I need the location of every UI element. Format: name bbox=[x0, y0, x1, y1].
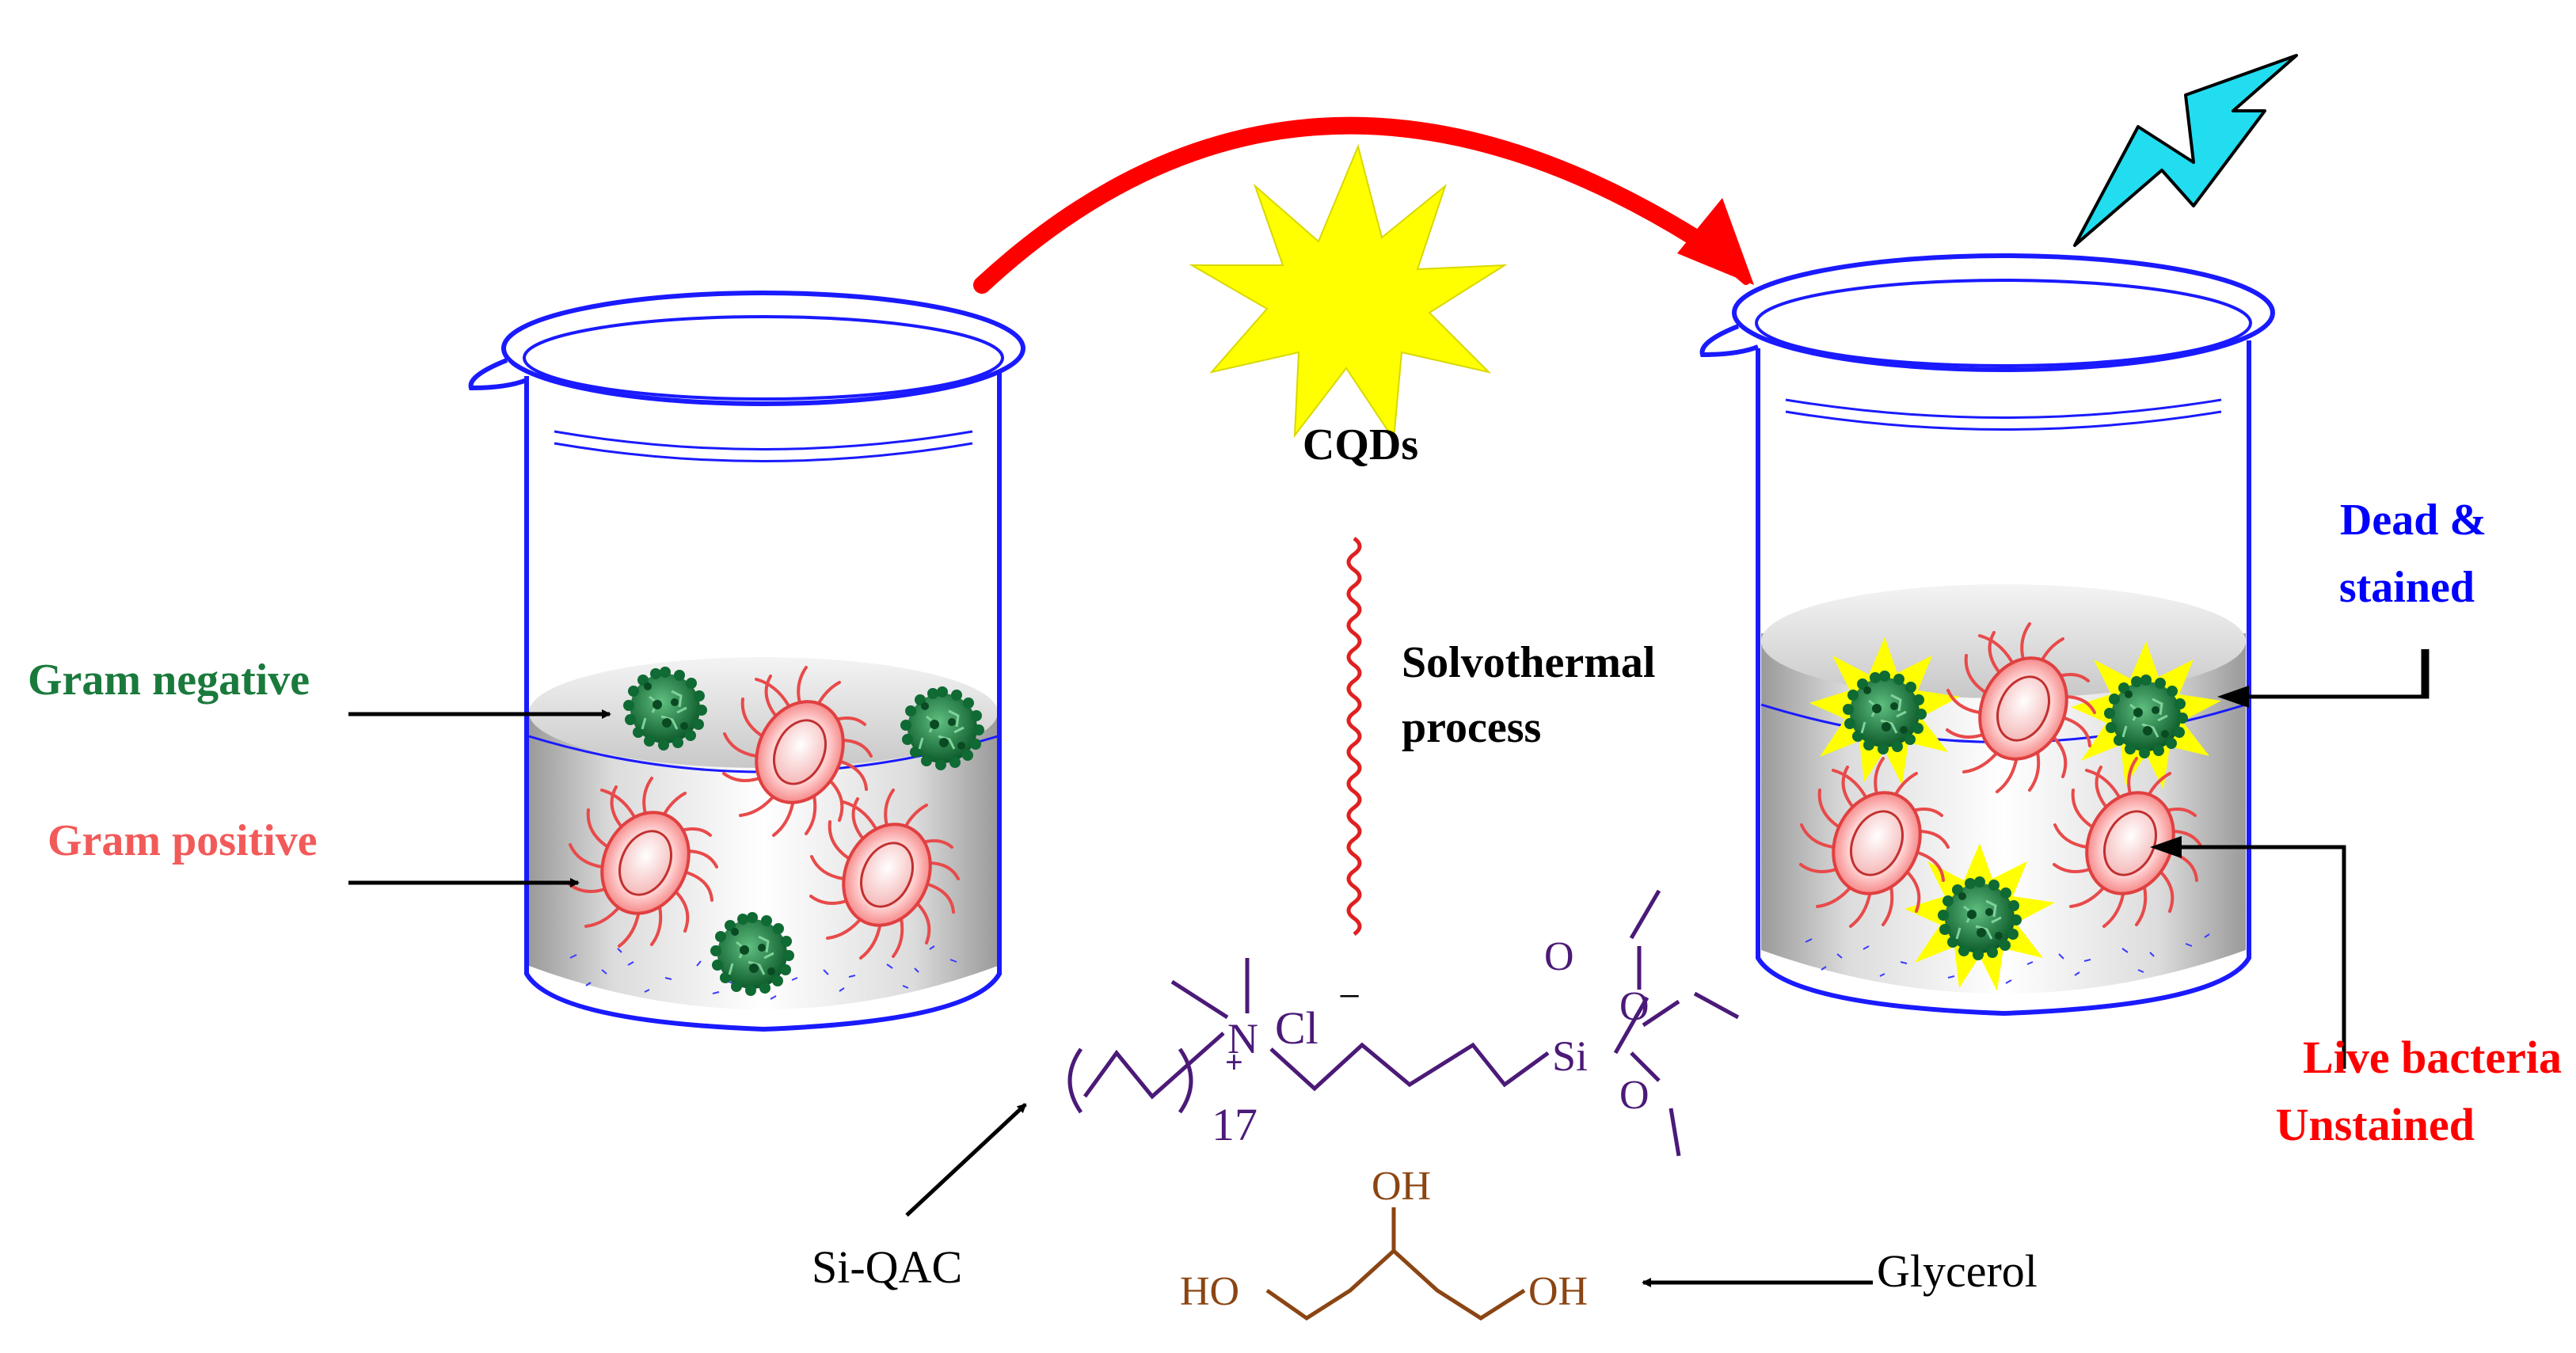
left-beaker bbox=[468, 291, 1025, 1032]
cqds-sun-icon bbox=[1189, 143, 1508, 442]
oxygen-atom: O bbox=[1619, 984, 1649, 1029]
gram-positive-label: Gram positive bbox=[48, 816, 318, 865]
si-qac-label: Si-QAC bbox=[812, 1241, 962, 1293]
solvothermal-wave bbox=[1346, 536, 1362, 937]
oxygen-atom: O bbox=[1619, 1073, 1649, 1118]
glycerol-label: Glycerol bbox=[1877, 1245, 2038, 1297]
nitrogen-atom: N bbox=[1227, 1015, 1258, 1062]
lightning-icon bbox=[2073, 54, 2298, 247]
chloride-ion: Cl bbox=[1275, 1002, 1318, 1054]
si-qac-structure bbox=[1067, 889, 1740, 1157]
chain-subscript: 17 bbox=[1212, 1099, 1258, 1150]
oxygen-atom: O bbox=[1544, 934, 1574, 979]
positive-charge: + bbox=[1225, 1044, 1243, 1080]
right-beaker bbox=[1699, 253, 2275, 1017]
silicon-atom: Si bbox=[1552, 1032, 1588, 1080]
solvothermal-label-line1: Solvothermal bbox=[1402, 638, 1655, 687]
glycerol-structure bbox=[1265, 1207, 1526, 1321]
gram-negative-label: Gram negative bbox=[28, 656, 310, 705]
hydroxyl-right: OH bbox=[1528, 1269, 1588, 1314]
solvothermal-label-line2: process bbox=[1402, 703, 1541, 752]
live-bacteria-label-line1: Live bacteria bbox=[2303, 1032, 2562, 1083]
hydroxyl-left: HO bbox=[1180, 1269, 1239, 1314]
hydroxyl-top: OH bbox=[1372, 1164, 1431, 1209]
cqds-label: CQDs bbox=[1303, 420, 1418, 469]
live-bacteria-label-line2: Unstained bbox=[2276, 1099, 2475, 1150]
negative-charge: − bbox=[1338, 974, 1360, 1018]
dead-stained-label-line2: stained bbox=[2339, 563, 2475, 612]
process-arrow bbox=[973, 116, 1703, 294]
dead-stained-label-line1: Dead & bbox=[2340, 496, 2487, 545]
